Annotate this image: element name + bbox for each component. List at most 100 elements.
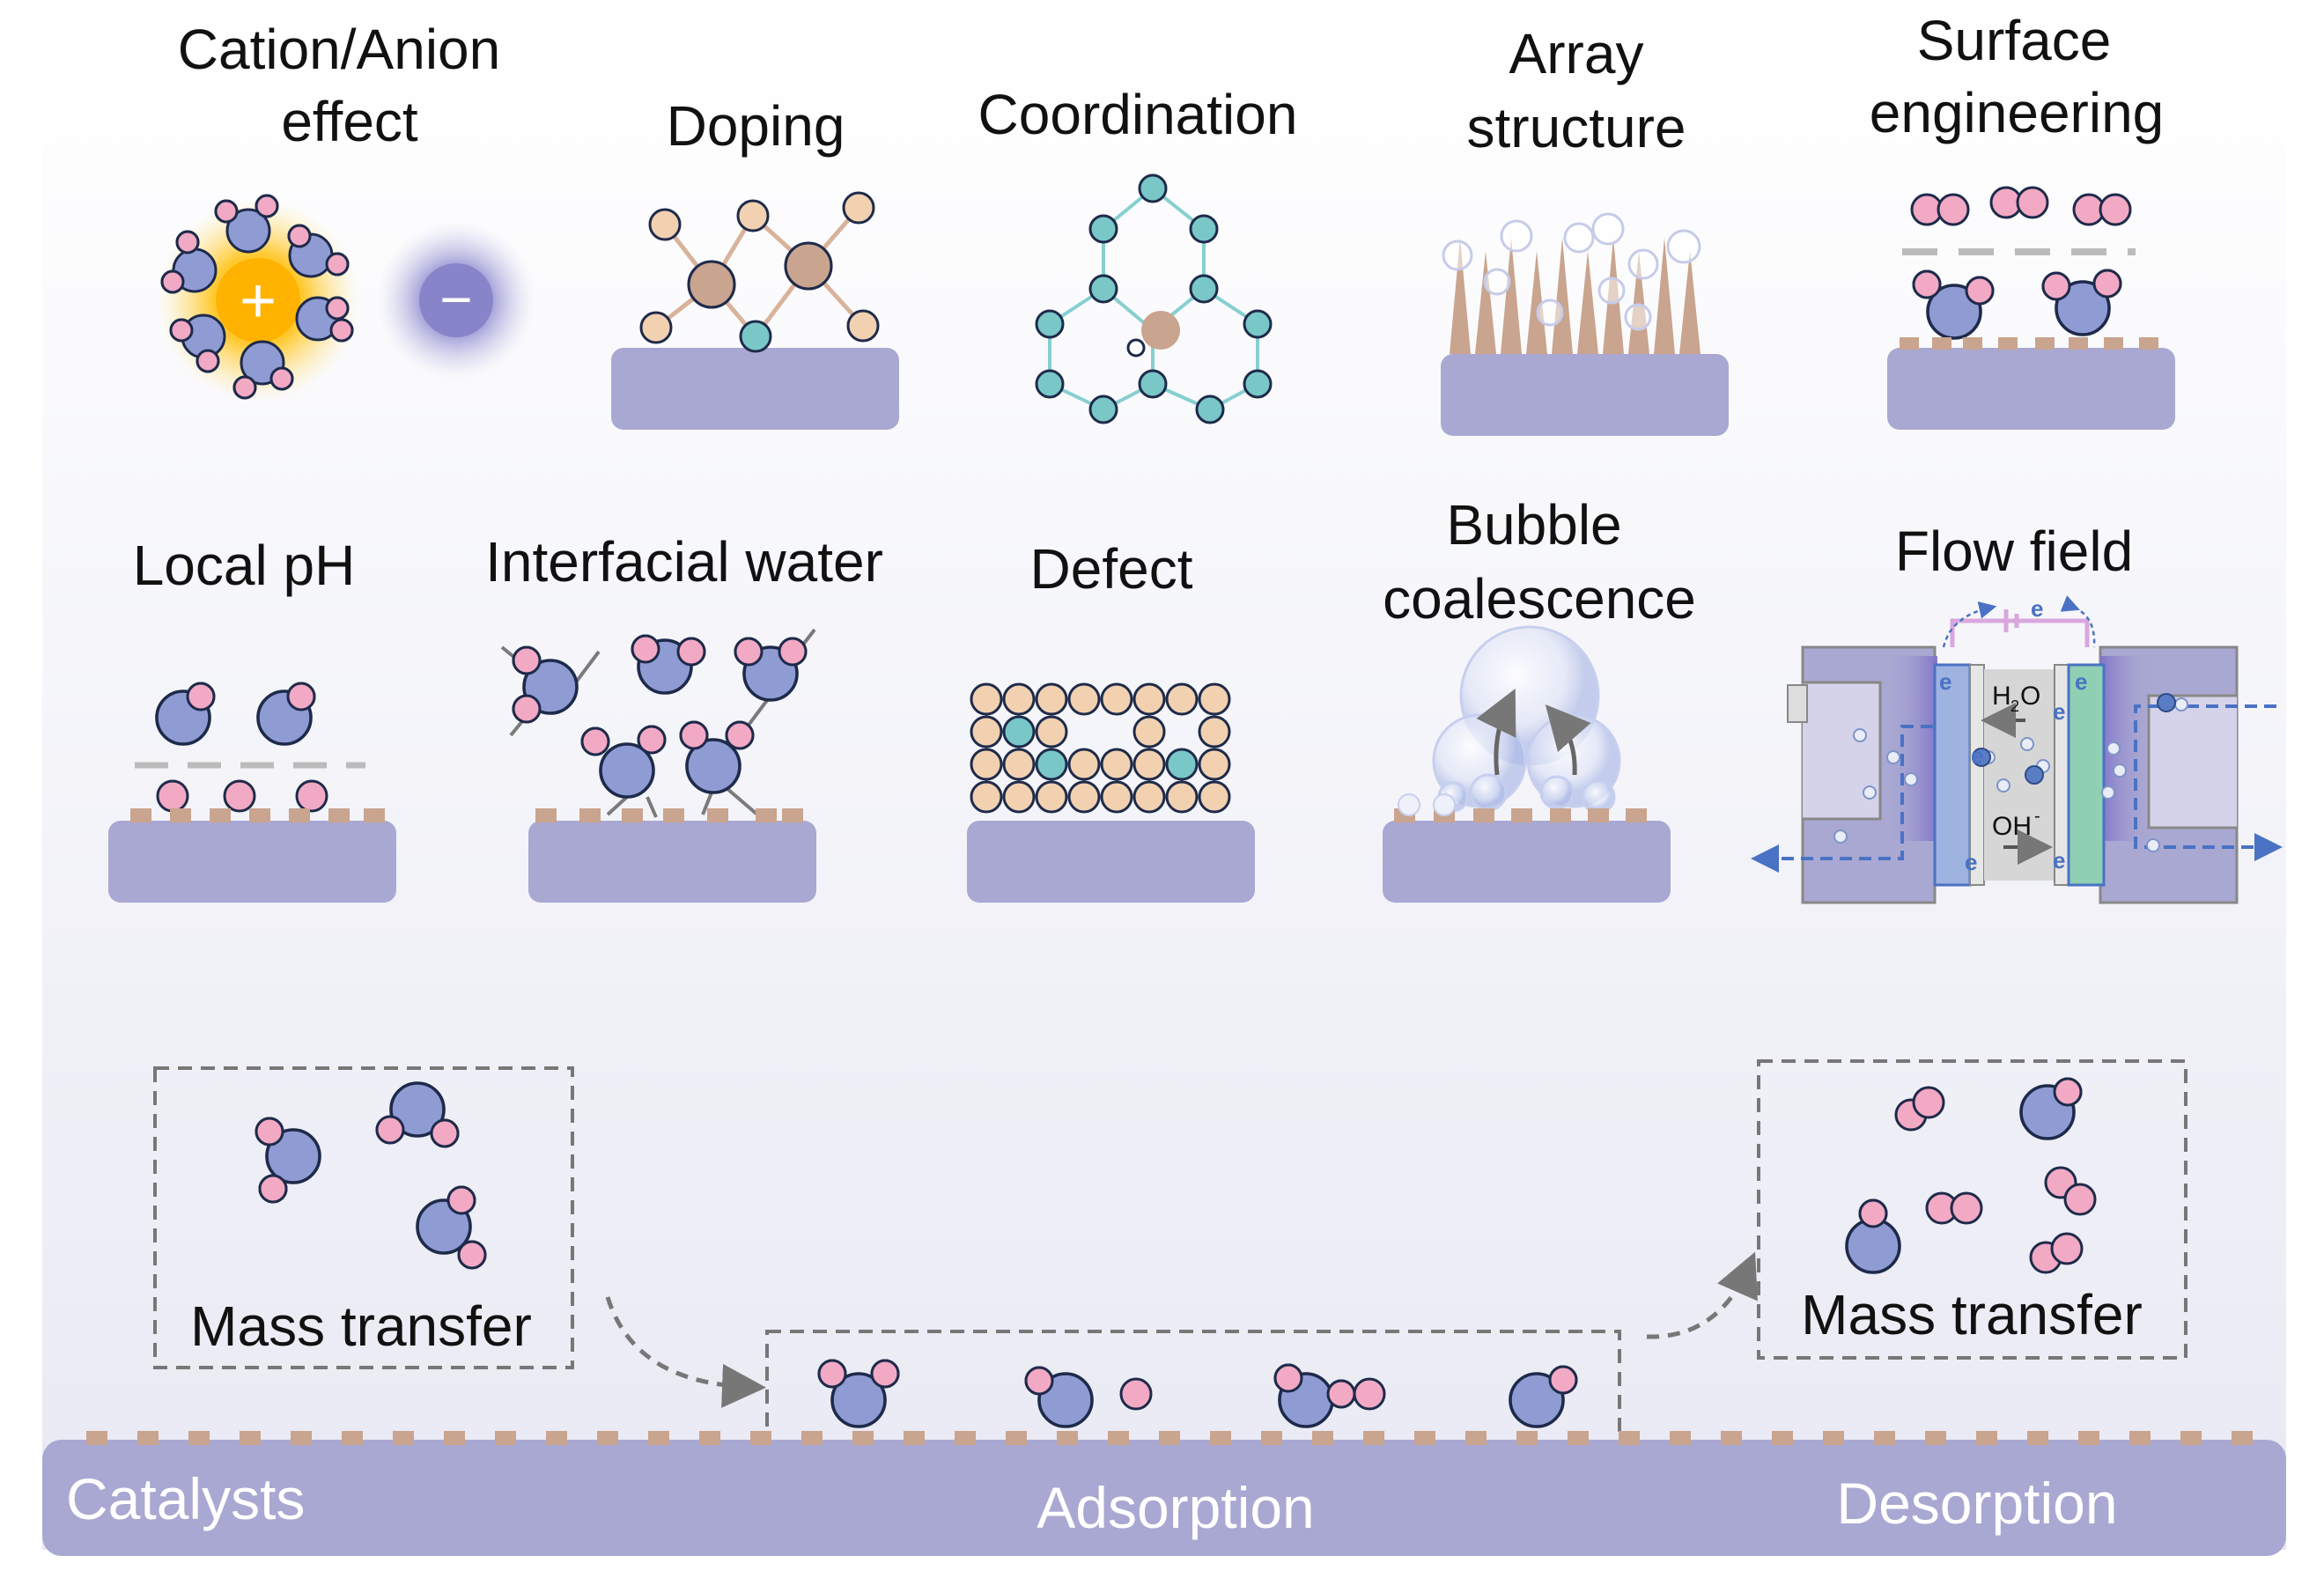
pink-atom: [223, 779, 256, 813]
gas-dot: [2106, 741, 2121, 756]
local-ph-substrate: [108, 821, 396, 903]
molecule: [631, 634, 706, 695]
surface-site: [2035, 337, 2055, 350]
label-desorption: Desorption: [1836, 1471, 2117, 1536]
molecule: [295, 296, 354, 343]
lattice-atom: [1067, 682, 1101, 716]
teal-atom: [1035, 748, 1068, 781]
molecule: [1912, 269, 1995, 340]
surface-site: [663, 808, 684, 822]
surface-site: [1823, 1431, 1844, 1445]
teal-atom: [739, 320, 772, 353]
lattice-atom: [1100, 780, 1133, 814]
pink-atom: [2053, 1077, 2083, 1107]
array-bubble: [1597, 277, 1626, 305]
molecule: [160, 230, 218, 294]
pink-atom: [457, 1240, 487, 1270]
surface-site: [1568, 1431, 1589, 1445]
label-mass-transfer-right: Mass transfer: [1801, 1283, 2143, 1346]
spike: [1552, 238, 1573, 354]
tan-atom: [842, 191, 875, 225]
array-bubble: [1591, 212, 1625, 246]
array-bubble: [1627, 248, 1659, 280]
label-catalysts: Catalysts: [66, 1466, 305, 1531]
pink-atom: [375, 1115, 405, 1145]
lattice-atom: [1198, 715, 1231, 748]
catalyst-bar: [42, 1440, 2286, 1556]
surface-site: [1976, 1431, 1997, 1445]
surface-substrate: [1887, 348, 2175, 430]
label-bubble-line2: coalescence: [1383, 567, 1696, 630]
svg-text:e: e: [2075, 668, 2087, 695]
teal-atom: [1088, 394, 1118, 424]
bubble-substrate: [1383, 821, 1671, 903]
teal-atom: [1035, 309, 1065, 339]
surface-site: [444, 1431, 465, 1445]
pink-atom: [870, 1359, 900, 1389]
gas-dot: [1853, 728, 1867, 742]
surface-site: [756, 808, 777, 822]
oh-label-sup: -: [2034, 807, 2040, 826]
surface-site: [1932, 337, 1951, 350]
label-defect: Defect: [1030, 537, 1193, 601]
minus-sign: −: [439, 268, 472, 331]
label-interfacial-water: Interfacial water: [485, 530, 883, 594]
small-bubble: [1433, 793, 1456, 816]
lattice-atom: [1132, 715, 1166, 748]
spike: [1679, 251, 1701, 354]
pink-atom: [160, 269, 185, 294]
surface-site: [852, 1431, 874, 1445]
pink-atom: [255, 194, 279, 218]
surface-site: [1465, 1431, 1487, 1445]
array-bubble: [1624, 303, 1652, 331]
label-bubble-line1: Bubble: [1446, 493, 1621, 557]
surface-site: [1108, 1431, 1129, 1445]
label-array-line2: structure: [1467, 96, 1686, 159]
blue-atom: [1509, 1372, 1565, 1428]
surface-site: [188, 1431, 210, 1445]
surface-site: [1312, 1431, 1333, 1445]
teal-atom: [1035, 369, 1065, 399]
surface-site: [750, 1431, 771, 1445]
pink-atom: [175, 230, 200, 254]
pink-atom: [258, 1174, 288, 1204]
molecule: [375, 1081, 460, 1148]
surface-site: [1772, 1431, 1793, 1445]
pink-atom: [1937, 193, 1970, 226]
lattice-atom: [1132, 748, 1166, 781]
pink-atom: [325, 252, 350, 277]
gas-dot: [1904, 772, 1918, 786]
oh-ion: [2025, 765, 2044, 785]
gas-dot: [1886, 750, 1900, 764]
gas-dot: [2113, 763, 2127, 778]
lattice-atom: [1132, 682, 1166, 716]
flow-cell: [1751, 595, 2283, 904]
electron-labels: e e e e e e e: [1939, 595, 2087, 875]
molecule: [580, 725, 667, 799]
surface-site: [170, 808, 191, 822]
surface-site: [1414, 1431, 1435, 1445]
pink-atom: [1353, 1377, 1386, 1411]
surface-site: [622, 808, 643, 822]
svg-text:e: e: [2053, 698, 2065, 725]
surface-site: [2180, 1431, 2202, 1445]
pink-atom: [1858, 1198, 1888, 1228]
teal-atom: [1243, 309, 1273, 339]
teal-atom: [1088, 274, 1118, 304]
lattice-atom: [1035, 715, 1068, 748]
tan-atom: [639, 311, 673, 344]
spike: [1450, 238, 1471, 354]
lattice-atom: [1002, 780, 1036, 814]
pink-atom: [2041, 271, 2071, 301]
gas-dot: [2146, 838, 2160, 852]
anion-core: [419, 263, 493, 337]
blue-atom: [830, 1372, 887, 1428]
surface-site: [364, 808, 385, 822]
pink-atom: [255, 1117, 284, 1147]
pink-atom: [1950, 1191, 1983, 1225]
surface-site: [1006, 1431, 1027, 1445]
label-array-line1: Array: [1509, 22, 1644, 85]
surface-site: [1363, 1431, 1384, 1445]
surface-site: [699, 1431, 720, 1445]
